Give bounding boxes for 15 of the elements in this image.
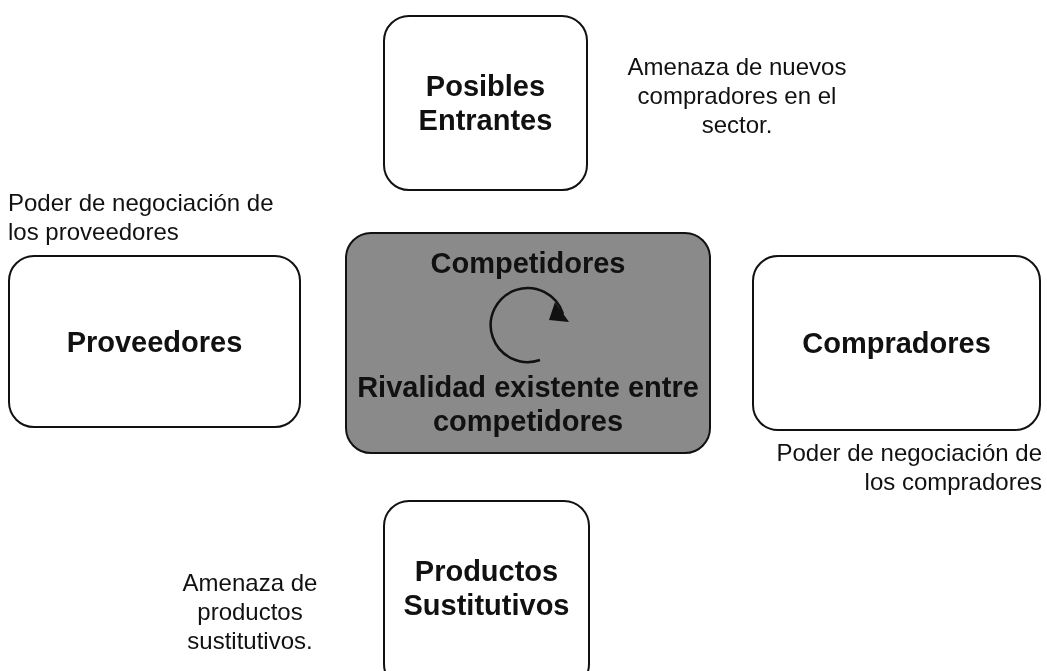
node-caption: Amenaza de productos sustitutivos.: [181, 568, 319, 655]
node-description: Rivalidad existente entre competidores: [357, 370, 699, 438]
rounded-box: [752, 255, 1041, 431]
node-caption: Poder de negociación de los proveedores: [8, 188, 275, 246]
rounded-box: [8, 255, 301, 428]
node-caption: Poder de negociación de los compradores: [775, 438, 1042, 496]
node-title: Compradores: [802, 326, 991, 360]
node-title: Posibles Entrantes: [417, 69, 554, 137]
node-title: Productos Sustitutivos: [402, 554, 571, 622]
rounded-box: [345, 232, 711, 454]
node-caption: Amenaza de nuevos compradores en el sector.: [626, 52, 848, 139]
node-title: Proveedores: [66, 324, 243, 359]
node-heading: Competidores: [430, 246, 626, 280]
rounded-box: [383, 500, 590, 671]
rounded-box: [383, 15, 588, 191]
